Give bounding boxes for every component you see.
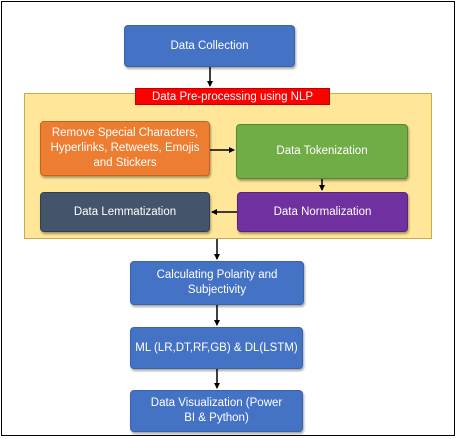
tokenization-box: Data Tokenization xyxy=(236,124,408,179)
visualization-label: Data Visualization (Power BI & Python) xyxy=(150,397,283,424)
polarity-box: Calculating Polarity and Subjectivity xyxy=(130,261,304,305)
lemmatization-box: Data Lemmatization xyxy=(40,192,210,232)
polarity-label: Calculating Polarity and Subjectivity xyxy=(156,269,278,296)
normalization-label: Data Normalization xyxy=(273,205,372,218)
models-box: ML (LR,DT,RF,GB) & DL(LSTM) xyxy=(130,327,303,369)
visualization-box: Data Visualization (Power BI & Python) xyxy=(130,390,303,432)
tokenization-label: Data Tokenization xyxy=(276,145,368,157)
remove-special-box: Remove Special Characters, Hyperlinks, R… xyxy=(40,121,210,176)
models-label: ML (LR,DT,RF,GB) & DL(LSTM) xyxy=(135,341,298,354)
preprocessing-label: Data Pre-processing using NLP xyxy=(135,88,330,105)
data-collection-label: Data Collection xyxy=(170,39,249,52)
data-collection-box: Data Collection xyxy=(124,25,295,67)
normalization-box: Data Normalization xyxy=(237,192,408,232)
lemmatization-label: Data Lemmatization xyxy=(73,205,177,218)
remove-special-label: Remove Special Characters, Hyperlinks, R… xyxy=(50,127,200,169)
